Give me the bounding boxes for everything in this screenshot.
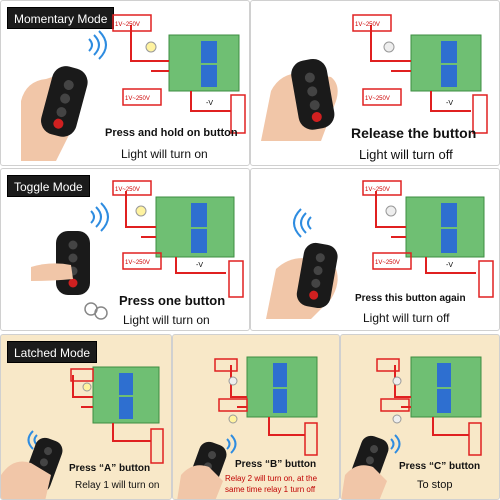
ac-voltage-label: 1V~250V bbox=[115, 22, 140, 28]
momentary-press-bold: Press and hold on button bbox=[105, 127, 238, 139]
latched-a-bold: Press “A” button bbox=[69, 463, 151, 474]
svg-text:-V: -V bbox=[196, 262, 203, 269]
latched-a-panel: Latched Mode Press “A” button Relay 1 wi… bbox=[0, 334, 172, 500]
momentary-release-bold: Release the button bbox=[351, 125, 477, 141]
latched-b-panel: Press “B” button Relay 2 will turn on, a… bbox=[172, 334, 340, 500]
remote-icon bbox=[296, 242, 338, 309]
svg-text:1V~250V: 1V~250V bbox=[365, 96, 390, 102]
latched-a-plain: Relay 1 will turn on bbox=[75, 480, 160, 491]
latched-mode-title: Latched Mode bbox=[7, 341, 98, 363]
momentary-press-plain: Light will turn on bbox=[121, 147, 208, 161]
toggle-release-bold: Press this button again bbox=[355, 293, 466, 304]
toggle-release-illustration: 1V~250V 1V~250V -V bbox=[266, 180, 494, 319]
latched-c-panel: Press “C” button To stop bbox=[340, 334, 500, 500]
latched-b-small-1: Relay 2 will turn on, at the bbox=[225, 474, 318, 483]
remote-icon bbox=[41, 66, 88, 137]
toggle-press-panel: Toggle Mode 1V~250V 1V~250V -V Pres bbox=[0, 168, 250, 331]
signal-waves-icon bbox=[88, 30, 107, 60]
finger-icon bbox=[31, 263, 73, 281]
momentary-mode-title: Momentary Mode bbox=[7, 7, 115, 29]
hand-icon bbox=[177, 465, 223, 499]
toggle-press-bold: Press one button bbox=[119, 293, 226, 308]
relay-board-icon bbox=[168, 34, 240, 92]
relay-board-icon bbox=[92, 366, 160, 424]
signal-waves-icon bbox=[390, 434, 401, 454]
toggle-release-plain: Light will turn off bbox=[363, 311, 450, 325]
relay-board-icon bbox=[405, 196, 485, 258]
momentary-press-panel: Momentary Mode 1V~250V 1V~250V - bbox=[0, 0, 250, 166]
latched-b-bold: Press “B” button bbox=[235, 459, 317, 470]
svg-text:1V~250V: 1V~250V bbox=[355, 22, 380, 28]
relay-board-icon bbox=[246, 356, 318, 418]
relay-board-icon bbox=[410, 356, 482, 418]
latched-c-illustration bbox=[341, 356, 482, 499]
latched-c-plain: To stop bbox=[417, 479, 453, 491]
dc-source-box bbox=[230, 94, 246, 134]
signal-waves-icon bbox=[293, 208, 312, 238]
remote-icon bbox=[56, 231, 90, 295]
toggle-press-plain: Light will turn on bbox=[123, 313, 210, 327]
bulb-icon bbox=[145, 41, 157, 53]
svg-text:-V: -V bbox=[446, 262, 453, 269]
keyring-icon bbox=[84, 302, 108, 320]
latched-a-illustration bbox=[1, 366, 164, 499]
hand-icon bbox=[1, 461, 51, 499]
toggle-press-illustration: 1V~250V 1V~250V -V bbox=[31, 180, 244, 320]
momentary-release-plain: Light will turn off bbox=[359, 147, 453, 162]
signal-waves-icon bbox=[226, 434, 237, 454]
toggle-mode-title: Toggle Mode bbox=[7, 175, 90, 197]
bulb-off-icon bbox=[383, 41, 395, 53]
relay-board-icon bbox=[155, 196, 235, 258]
latched-b-illustration bbox=[177, 356, 318, 499]
svg-text:1V~250V: 1V~250V bbox=[125, 260, 150, 266]
toggle-release-panel: 1V~250V 1V~250V -V Press this button aga… bbox=[250, 168, 500, 331]
neg-label: -V bbox=[206, 100, 213, 107]
svg-text:1V~250V: 1V~250V bbox=[375, 260, 400, 266]
relay-board-icon bbox=[410, 34, 482, 92]
latched-b-small-2: same time relay 1 turn off bbox=[225, 485, 316, 494]
svg-text:1V~250V: 1V~250V bbox=[365, 187, 390, 193]
latched-c-bold: Press “C” button bbox=[399, 461, 481, 472]
remote-icon bbox=[291, 58, 335, 130]
svg-text:1V~250V: 1V~250V bbox=[115, 187, 140, 193]
ac-source-box-2 bbox=[122, 88, 162, 106]
signal-waves-icon bbox=[90, 202, 109, 232]
momentary-press-illustration: 1V~250V 1V~250V -V bbox=[21, 14, 246, 161]
ac-source-box-1 bbox=[112, 14, 152, 32]
hand-icon bbox=[341, 465, 387, 499]
svg-text:-V: -V bbox=[446, 100, 453, 107]
ac-voltage-label-2: 1V~250V bbox=[125, 96, 150, 102]
momentary-release-illustration: 1V~250V 1V~250V -V bbox=[261, 14, 488, 141]
momentary-release-panel: 1V~250V 1V~250V -V Release the button Li… bbox=[250, 0, 500, 166]
